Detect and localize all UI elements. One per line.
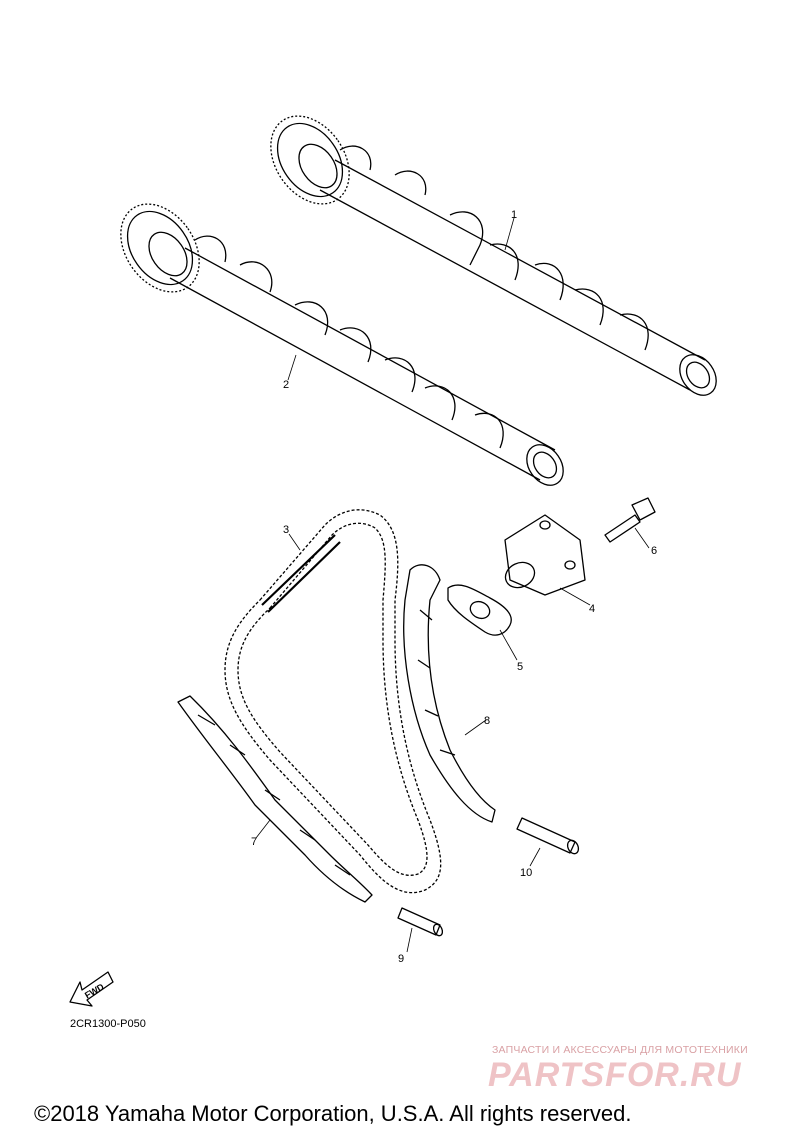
callout-4: 4 — [589, 603, 595, 615]
callout-8: 8 — [484, 715, 490, 727]
callout-1: 1 — [511, 209, 517, 221]
callout-10: 10 — [520, 867, 532, 879]
chain-tensioner-4 — [504, 514, 586, 596]
watermark-tagline: ЗАПЧАСТИ И АКСЕССУАРЫ ДЛЯ МОТОТЕХНИКИ — [492, 1044, 748, 1056]
fwd-arrow — [69, 971, 114, 1007]
pin-9 — [397, 907, 444, 937]
callout-5: 5 — [517, 661, 523, 673]
callout-6: 6 — [651, 545, 657, 557]
camshaft-1 — [270, 115, 717, 396]
bolt-6 — [604, 497, 656, 543]
copyright-notice: ©2018 Yamaha Motor Corporation, U.S.A. A… — [34, 1101, 632, 1126]
callout-3: 3 — [283, 524, 289, 536]
diagram-code: 2CR1300-P050 — [70, 1018, 146, 1030]
timing-chain-3 — [224, 509, 442, 894]
callout-7: 7 — [251, 836, 257, 848]
chain-guide-8 — [403, 564, 496, 823]
pin-10 — [516, 817, 580, 855]
gasket-5 — [447, 584, 512, 636]
callout-9: 9 — [398, 953, 404, 965]
callout-2: 2 — [283, 379, 289, 391]
watermark-brand: PARTSFOR.RU — [488, 1056, 742, 1094]
camshaft-2 — [120, 203, 564, 486]
chain-guide-7 — [177, 695, 373, 903]
fwd-label: FWD — [83, 981, 106, 1000]
